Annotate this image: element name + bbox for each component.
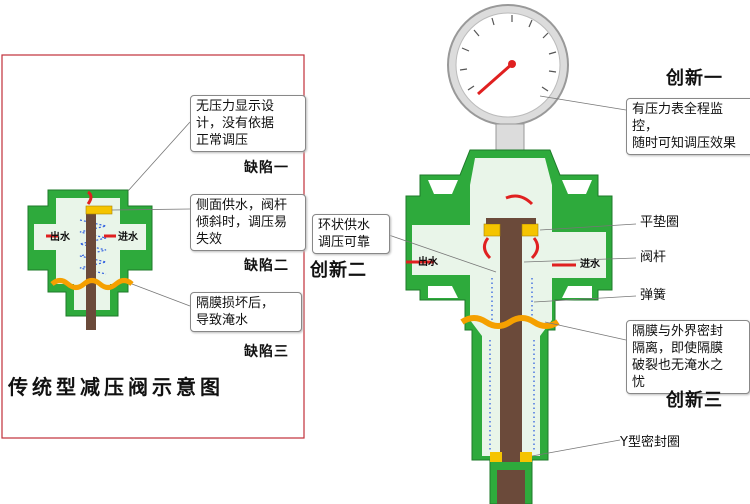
part-y-seal: Y型密封圈	[620, 435, 680, 450]
traditional-title: 传统型减压阀示意图	[8, 375, 224, 399]
innovative-note-2: 环状供水 调压可靠	[312, 214, 390, 254]
innovative-note-3: 隔膜与外界密封 隔离，即使隔膜 破裂也无淹水之 忧	[626, 320, 750, 394]
innovative-note-1: 有压力表全程监控， 随时可知调压效果	[626, 98, 750, 155]
part-flat-gasket: 平垫圈	[640, 215, 680, 230]
defect-2-heading: 缺陷二	[244, 258, 289, 274]
defect-3-heading: 缺陷三	[244, 344, 289, 360]
innovative-outlet-label: 出水	[418, 257, 438, 268]
innovation-2-heading: 创新二	[310, 260, 367, 281]
traditional-callout-lines	[111, 121, 191, 307]
traditional-note-3: 隔膜损坏后， 导致淹水	[190, 292, 302, 332]
innovative-valve-figure	[405, 4, 613, 504]
traditional-valve-figure	[27, 189, 153, 330]
innovative-callout-lines	[379, 95, 637, 457]
defect-1-heading: 缺陷一	[244, 160, 289, 176]
traditional-note-1: 无压力显示设 计，没有依据 正常调压	[190, 95, 306, 152]
traditional-outlet-label: 出水	[50, 232, 70, 243]
innovation-1-heading: 创新一	[666, 68, 723, 89]
part-valve-stem: 阀杆	[640, 250, 667, 265]
traditional-note-2: 侧面供水，阀杆 倾斜时，调压易 失效	[190, 194, 306, 251]
traditional-inlet-label: 进水	[118, 232, 138, 243]
innovative-inlet-label: 进水	[580, 259, 600, 270]
innovation-3-heading: 创新三	[666, 390, 723, 411]
part-spring: 弹簧	[640, 288, 667, 303]
